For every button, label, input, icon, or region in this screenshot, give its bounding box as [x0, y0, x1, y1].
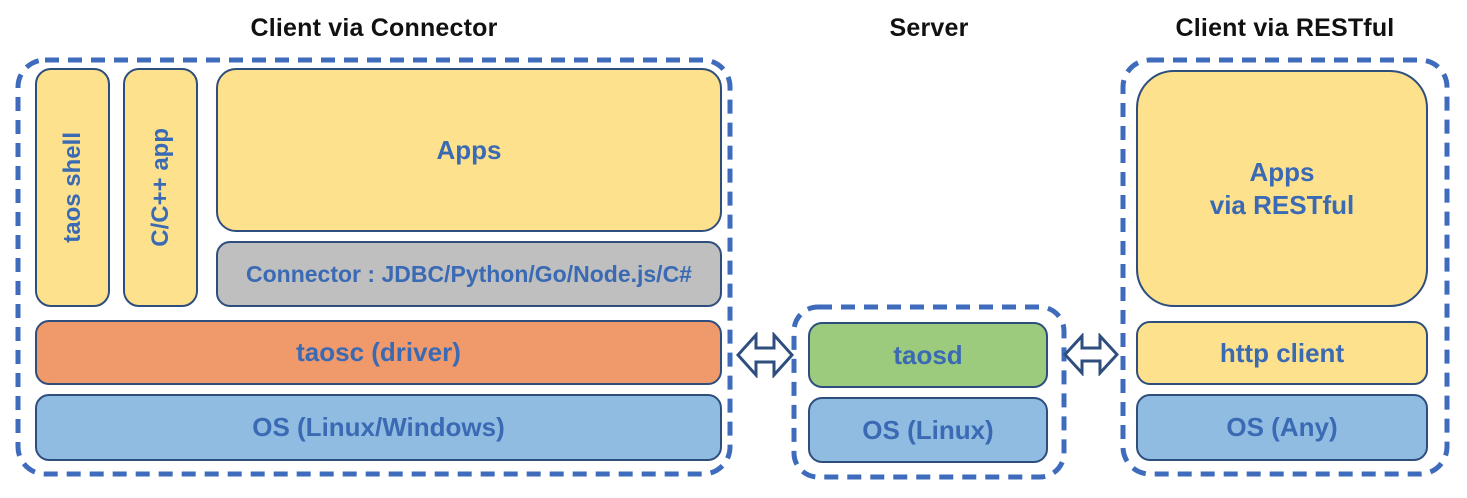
- apps-via-restful-line2: via RESTful: [1209, 189, 1355, 220]
- taosc-driver-label: taosc (driver): [296, 337, 461, 368]
- apps-box: Apps: [216, 68, 722, 232]
- connector-box: Connector : JDBC/Python/Go/Node.js/C#: [216, 241, 722, 307]
- taosd-label: taosd: [893, 339, 963, 370]
- os-any-box: OS (Any): [1136, 394, 1428, 461]
- taos-shell-box: taos shell: [35, 68, 110, 307]
- cpp-app-label: C/C++ app: [146, 128, 174, 247]
- bidirectional-arrow-icon: [1063, 333, 1119, 376]
- section-title-client-connector: Client via Connector: [250, 14, 498, 42]
- apps-via-restful-label: Apps via RESTful: [1210, 156, 1354, 221]
- cpp-app-box: C/C++ app: [123, 68, 198, 307]
- os-any-label: OS (Any): [1226, 412, 1338, 443]
- server-frame: [791, 304, 1067, 480]
- apps-via-restful-box: Apps via RESTful: [1136, 70, 1428, 307]
- bidirectional-arrow-icon: [736, 332, 794, 378]
- taosd-box: taosd: [808, 322, 1048, 388]
- http-client-box: http client: [1136, 321, 1428, 385]
- section-title-server: Server: [889, 14, 969, 42]
- client-connector-frame: [15, 57, 733, 477]
- taos-shell-label: taos shell: [58, 132, 86, 243]
- connector-label: Connector : JDBC/Python/Go/Node.js/C#: [246, 260, 692, 287]
- os-linux-label: OS (Linux): [862, 414, 994, 445]
- taosc-driver-box: taosc (driver): [35, 320, 722, 385]
- os-linux-windows-box: OS (Linux/Windows): [35, 394, 722, 461]
- apps-via-restful-line1: Apps: [1249, 157, 1315, 187]
- client-restful-frame: [1120, 57, 1450, 477]
- apps-label: Apps: [436, 134, 502, 165]
- http-client-label: http client: [1219, 337, 1345, 368]
- os-linux-windows-label: OS (Linux/Windows): [252, 412, 505, 443]
- os-linux-box: OS (Linux): [808, 397, 1048, 463]
- section-title-client-restful: Client via RESTful: [1175, 14, 1395, 42]
